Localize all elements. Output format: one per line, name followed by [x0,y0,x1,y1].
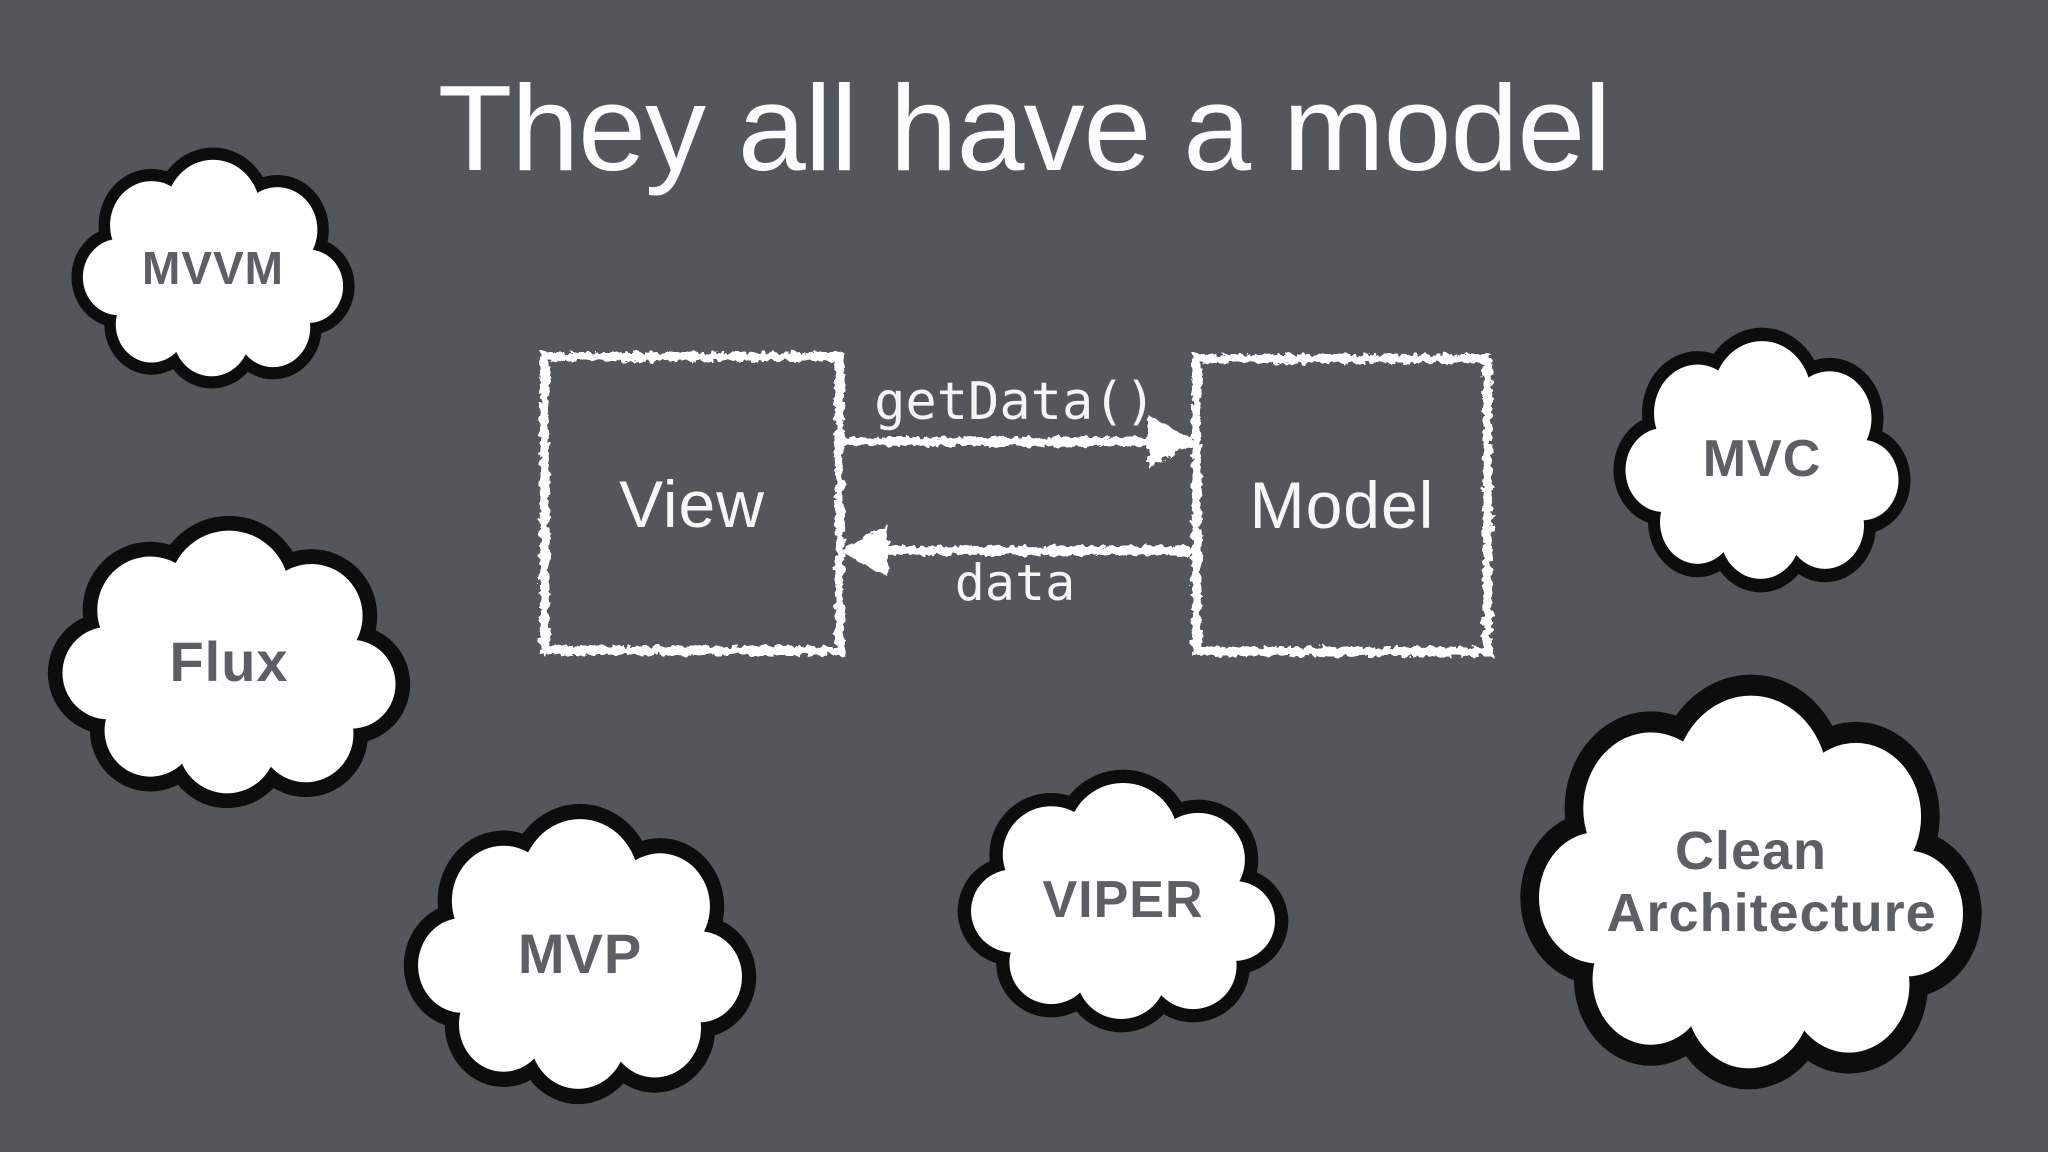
data-arrow-label: data [954,554,1076,612]
view-box-border [540,352,844,655]
getdata-arrow-icon [842,415,1196,468]
cloud-mvvm-label: MVVM [142,241,284,294]
cloud-clean-architecture: Clean Architecture [1518,672,1984,1092]
cloud-viper: VIPER [956,768,1290,1034]
view-box-label: View [619,466,765,541]
cloud-viper-label: VIPER [1042,871,1204,930]
cloud-mvc-label: MVC [1702,430,1822,489]
view-box: View [540,352,844,655]
cloud-mvp-label: MVP [517,921,643,985]
data-arrow-icon [838,524,1194,577]
cloud-mvc: MVC [1612,326,1912,594]
cloud-flux: Flux [46,514,412,810]
getdata-arrow-label: getData() [874,372,1156,432]
model-box-border [1192,354,1492,656]
model-box: Model [1192,354,1492,656]
cloud-flux-label: Flux [169,629,289,693]
model-box-label: Model [1249,468,1435,542]
cloud-clean-architecture-label: Clean Architecture [1606,820,1937,943]
slide-title: They all have a model [437,60,1612,196]
cloud-mvvm: MVVM [70,146,356,390]
cloud-mvp: MVP [402,802,758,1106]
